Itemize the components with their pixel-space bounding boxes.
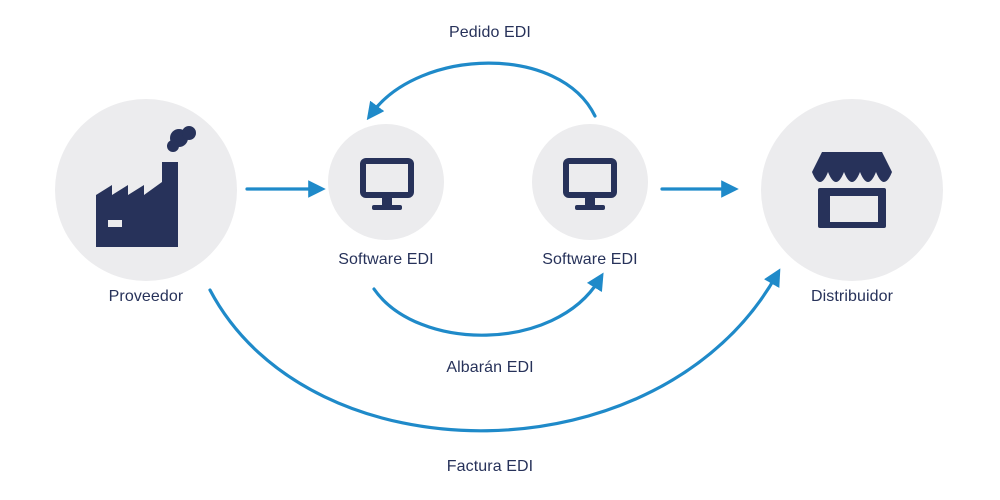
factory-icon <box>96 126 196 247</box>
supplier-circle <box>55 99 237 281</box>
monitor-icon <box>563 158 617 210</box>
order-flow-label: Pedido EDI <box>449 24 531 41</box>
supplier-label: Proveedor <box>108 288 184 305</box>
delivery-note-arrow <box>372 272 604 337</box>
edi-left-label: Software EDI <box>338 251 434 268</box>
storefront-icon <box>812 152 892 228</box>
invoice-arrow <box>208 268 781 433</box>
monitor-icon <box>360 158 414 210</box>
invoice-flow-label: Factura EDI <box>446 458 534 475</box>
delivery-note-flow-label: Albarán EDI <box>446 359 534 376</box>
distributor-label: Distribuidor <box>810 288 894 305</box>
order-arrow <box>366 61 597 121</box>
edi-right-label: Software EDI <box>542 251 638 268</box>
